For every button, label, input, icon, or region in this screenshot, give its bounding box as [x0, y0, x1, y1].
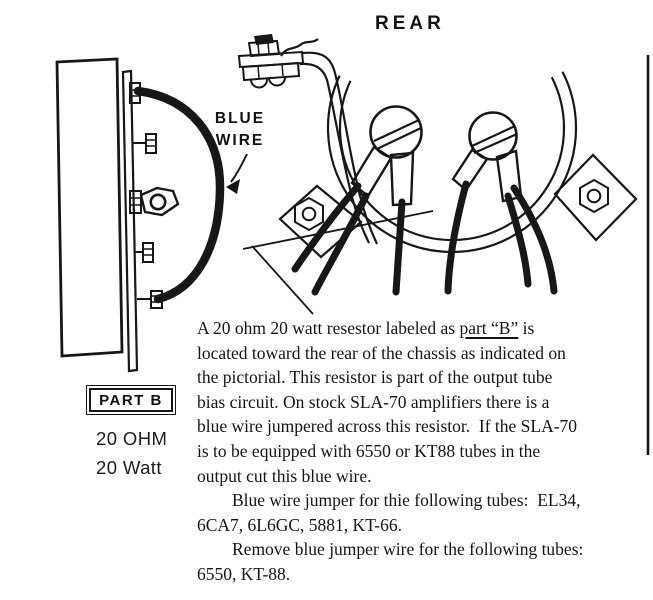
lead-wire-squiggle	[280, 38, 319, 57]
mounting-plate-left-nut	[294, 196, 324, 232]
text-line: A 20 ohm 20 watt resestor labeled as par…	[197, 318, 535, 338]
text-line: 6550, KT-88.	[197, 563, 291, 584]
blue-wire-label-line1: BLUE	[214, 110, 266, 127]
text-line: located toward the rear of the chassis a…	[197, 342, 566, 363]
resistor-side-view	[55, 57, 248, 373]
terminal-tab-3	[129, 190, 142, 214]
chassis-panel	[55, 57, 124, 358]
body-text: A 20 ohm 20 watt resestor labeled as par…	[197, 316, 652, 587]
text-line: the pictorial. This resistor is part of …	[197, 367, 553, 388]
rear-chassis-view	[237, 34, 650, 455]
panel-line-2	[251, 245, 314, 315]
mounting-lug-hex	[139, 186, 180, 217]
text-line: output cut this blue wire.	[197, 465, 372, 486]
wire-5	[504, 192, 532, 288]
mounting-plate-right-nut	[579, 178, 609, 214]
mounting-strap	[299, 51, 378, 245]
underlined-text: part “B”	[459, 318, 519, 338]
resistor-board	[121, 69, 139, 373]
screw-terminal-left	[369, 105, 423, 159]
resistor-spec-watts: 20 Watt	[96, 457, 162, 478]
page-title: REAR	[375, 13, 445, 34]
terminal-tab-4	[135, 242, 154, 263]
mounting-plate-right	[553, 153, 638, 242]
text-line: 6CA7, 6L6GC, 5881, KT-66.	[197, 514, 402, 535]
wire-2	[311, 192, 370, 296]
terminal-bolt	[237, 34, 305, 89]
text-line: Remove blue jumper wire for the followin…	[232, 539, 584, 560]
part-b-label-box: PART B	[86, 385, 176, 415]
terminal-bolt-nut	[241, 61, 301, 82]
wire-3	[392, 198, 406, 296]
screw-slot-right	[471, 125, 518, 155]
screw-slot-left	[373, 119, 422, 150]
wire-1	[291, 182, 362, 273]
blue-wire-arc	[133, 86, 225, 304]
text-line: Blue wire jumper for thie following tube…	[232, 490, 581, 511]
part-b-label: PART B	[99, 391, 163, 409]
terminal-tab-2	[133, 133, 157, 154]
text-line: is to be equipped with 6550 or KT88 tube…	[197, 440, 541, 461]
mounting-lug-hole	[149, 193, 167, 211]
screw-terminal-right	[468, 111, 518, 161]
resistor-spec-ohms: 20 OHM	[96, 428, 168, 449]
blue-wire-label: BLUE WIRE	[204, 108, 276, 152]
hookup-wires	[291, 180, 558, 296]
blue-wire-label-line2: WIRE	[215, 132, 265, 149]
text-line: blue wire jumpered across this resistor.…	[197, 416, 578, 437]
wire-6	[510, 184, 558, 295]
blue-wire-pointer-arrow	[226, 153, 248, 194]
wire-4	[444, 180, 470, 295]
text-line: bias circuit. On stock SLA-70 amplifiers…	[197, 391, 550, 412]
